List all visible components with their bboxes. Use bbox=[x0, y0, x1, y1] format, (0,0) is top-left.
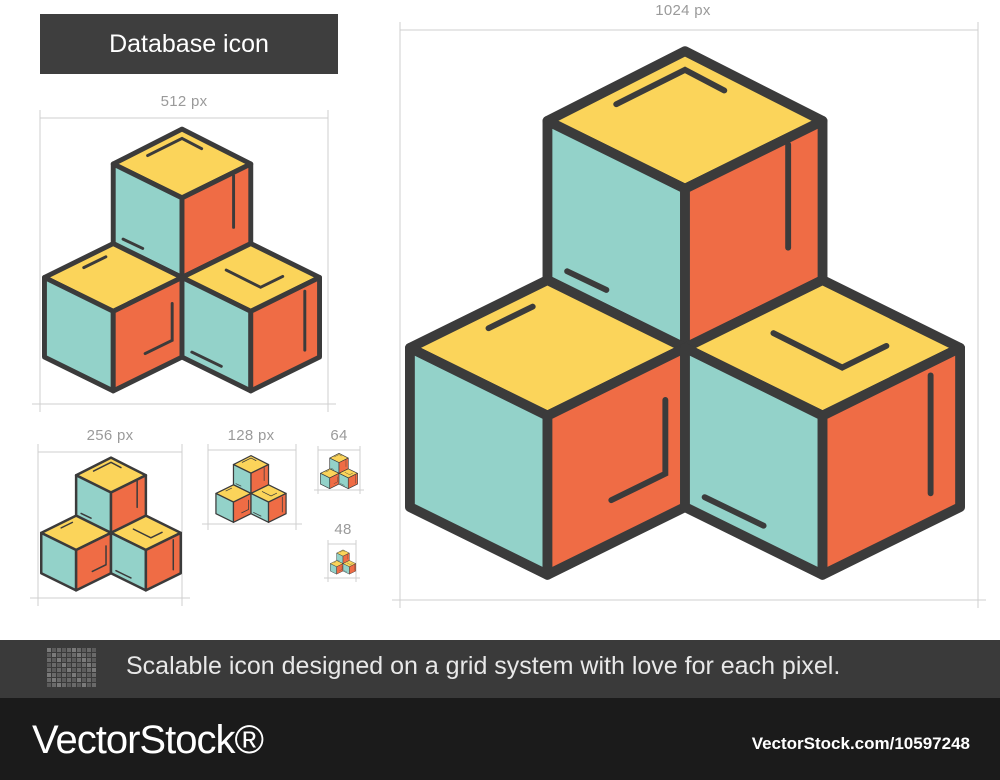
size-label-64: 64 bbox=[330, 427, 348, 444]
watermark-logo: VectorStock® bbox=[32, 718, 264, 762]
footer-bar bbox=[0, 640, 1000, 698]
cubes-icon-48 bbox=[329, 549, 357, 575]
size-label-48: 48 bbox=[334, 521, 352, 538]
size-label-1024: 1024 px bbox=[655, 2, 711, 19]
watermark-image-id: VectorStock.com/10597248 bbox=[751, 734, 970, 753]
size-label-256: 256 px bbox=[86, 427, 134, 444]
footer-text: Scalable icon designed on a grid system … bbox=[126, 652, 841, 680]
cubes-icon-1024 bbox=[405, 28, 965, 598]
cubes-icon-64 bbox=[320, 452, 358, 490]
watermark-bar bbox=[0, 698, 1000, 780]
size-label-128: 128 px bbox=[227, 427, 275, 444]
page-title: Database icon bbox=[109, 29, 269, 58]
size-label-512: 512 px bbox=[160, 93, 208, 110]
guide-lines bbox=[30, 22, 986, 608]
cubes-icon-128 bbox=[215, 455, 287, 523]
cubes-icon-512 bbox=[42, 120, 322, 400]
title-badge: Database icon bbox=[40, 14, 338, 74]
grid-icon bbox=[47, 648, 96, 687]
cubes-icon-256 bbox=[39, 456, 182, 592]
